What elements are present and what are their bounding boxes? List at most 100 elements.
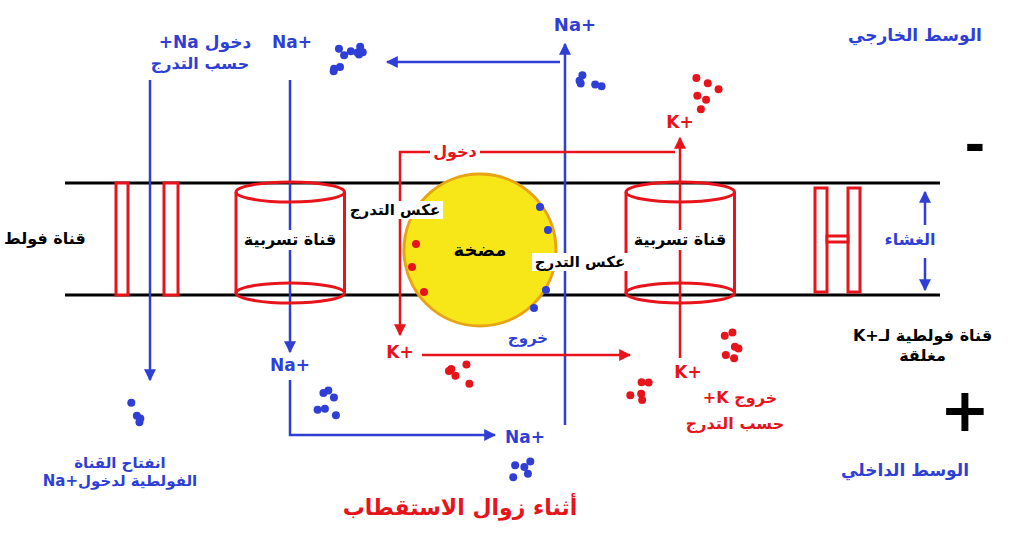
- ion-dot: [715, 85, 723, 93]
- membrane-arrow: [924, 258, 927, 290]
- shape-label: قناة تسربية: [631, 230, 730, 250]
- channel-wall: [116, 183, 128, 295]
- ion-dot: [462, 360, 470, 368]
- ion-dot: [356, 43, 364, 51]
- voltage-channel: قناة فولطية لـ+K مغلقة: [795, 186, 1010, 386]
- cylinder-bottom: [236, 283, 345, 303]
- na-arrow: [149, 80, 152, 380]
- ion-dot: [578, 71, 586, 79]
- channel-wall: [848, 188, 860, 292]
- ion-dot: [324, 386, 332, 394]
- ion-dot: [577, 79, 585, 87]
- ion-dot: [637, 390, 645, 398]
- channel-note: انفتاح القناة الفولطية لدخول+Na: [40, 454, 200, 490]
- na-arrow: [387, 61, 560, 64]
- ion-dot: [330, 393, 338, 401]
- ion-dot: [692, 74, 700, 82]
- na-arrow: [290, 380, 495, 435]
- ion-dot: [728, 328, 736, 336]
- membrane-arrow: [924, 192, 927, 225]
- ion-dot: [451, 372, 459, 380]
- shape-label: قناة فولطية لـ+K مغلقة: [840, 326, 1005, 366]
- channel-wall: [164, 183, 178, 295]
- ion-dot: [638, 378, 646, 386]
- ion-dot: [511, 461, 519, 469]
- charge-sign: -: [965, 115, 986, 175]
- pump: مضخة: [402, 172, 558, 328]
- ion-label: Na+: [505, 427, 545, 447]
- membrane-label: الغشاء: [885, 230, 936, 249]
- ion-dot: [693, 92, 701, 100]
- charge-sign: +: [940, 374, 990, 446]
- pump-circle: [404, 174, 556, 326]
- cylinder-side: [624, 192, 627, 293]
- region-label: الوسط الخارجي: [848, 25, 982, 45]
- cylinder-side: [343, 192, 346, 293]
- ion-dot: [526, 457, 534, 465]
- ion-dot: [412, 240, 420, 248]
- region-label: الوسط الداخلي: [841, 460, 969, 480]
- cylinder-top: [236, 182, 345, 202]
- ion-dot: [542, 286, 550, 294]
- ion-dot: [332, 411, 340, 419]
- cylinder-side: [234, 192, 237, 293]
- ion-dot: [721, 332, 729, 340]
- ion-dot: [347, 47, 355, 55]
- ion-label: K+: [666, 112, 693, 132]
- ion-label: K+: [386, 342, 413, 362]
- ion-movement-label: دخول: [430, 142, 480, 161]
- ion-dot: [314, 406, 322, 414]
- ion-dot: [530, 304, 538, 312]
- ion-dot: [722, 351, 730, 359]
- ion-dot: [645, 378, 653, 386]
- ion-dot: [420, 288, 428, 296]
- ion-label: Na+: [272, 32, 312, 52]
- ion-dot: [445, 367, 453, 375]
- shape-label: قناة تسربية: [241, 230, 340, 250]
- ion-dot: [730, 354, 738, 362]
- ion-dot: [697, 105, 705, 113]
- ion-label: Na+: [554, 14, 596, 36]
- caption: أثناء زوال الاستقطاب: [343, 495, 578, 520]
- ion-dot: [704, 79, 712, 87]
- gradient-note: حسب التدرج: [686, 414, 784, 433]
- gradient-note: عكس التدرج: [532, 253, 628, 271]
- ion-dot: [330, 67, 338, 75]
- voltage-channel: قناة فولط: [4, 183, 185, 295]
- cylinder-side: [733, 192, 736, 293]
- ion-dot: [509, 473, 517, 481]
- gradient-note: حسب التدرج: [151, 54, 249, 73]
- ion-dot: [321, 405, 329, 413]
- ion-dot: [408, 263, 416, 271]
- ion-dot: [626, 391, 634, 399]
- ion-dot: [520, 463, 528, 471]
- shape-label: قناة فولط: [4, 229, 86, 249]
- ion-dot: [734, 344, 742, 352]
- ion-label: Na+: [270, 355, 310, 375]
- gradient-note: عكس التدرج: [347, 201, 443, 219]
- na-arrow: [564, 44, 567, 425]
- ion-dot: [536, 203, 544, 211]
- channel-wall: [815, 188, 827, 292]
- ion-label: K+: [674, 362, 701, 382]
- ion-movement-label: خروج K+: [703, 388, 777, 407]
- cylinder-bottom: [626, 283, 735, 303]
- leak-channel: قناة تسربية: [624, 180, 737, 305]
- na-arrow: [289, 80, 292, 352]
- ion-dot: [127, 399, 135, 407]
- ion-dot: [465, 380, 473, 388]
- ion-movement-label: خروج: [508, 329, 548, 347]
- leak-channel: قناة تسربية: [234, 180, 347, 305]
- k-arrow: [422, 354, 630, 357]
- ion-dot: [136, 414, 144, 422]
- cylinder-top: [626, 182, 735, 202]
- ion-dot: [702, 96, 710, 104]
- ion-dot: [335, 45, 343, 53]
- channel-gate: [827, 236, 848, 242]
- ion-dot: [544, 226, 552, 234]
- ion-movement-label: دخول Na+: [159, 32, 251, 52]
- ion-dot: [340, 51, 348, 59]
- shape-label: مضخة: [454, 239, 507, 262]
- ion-dot: [598, 82, 606, 90]
